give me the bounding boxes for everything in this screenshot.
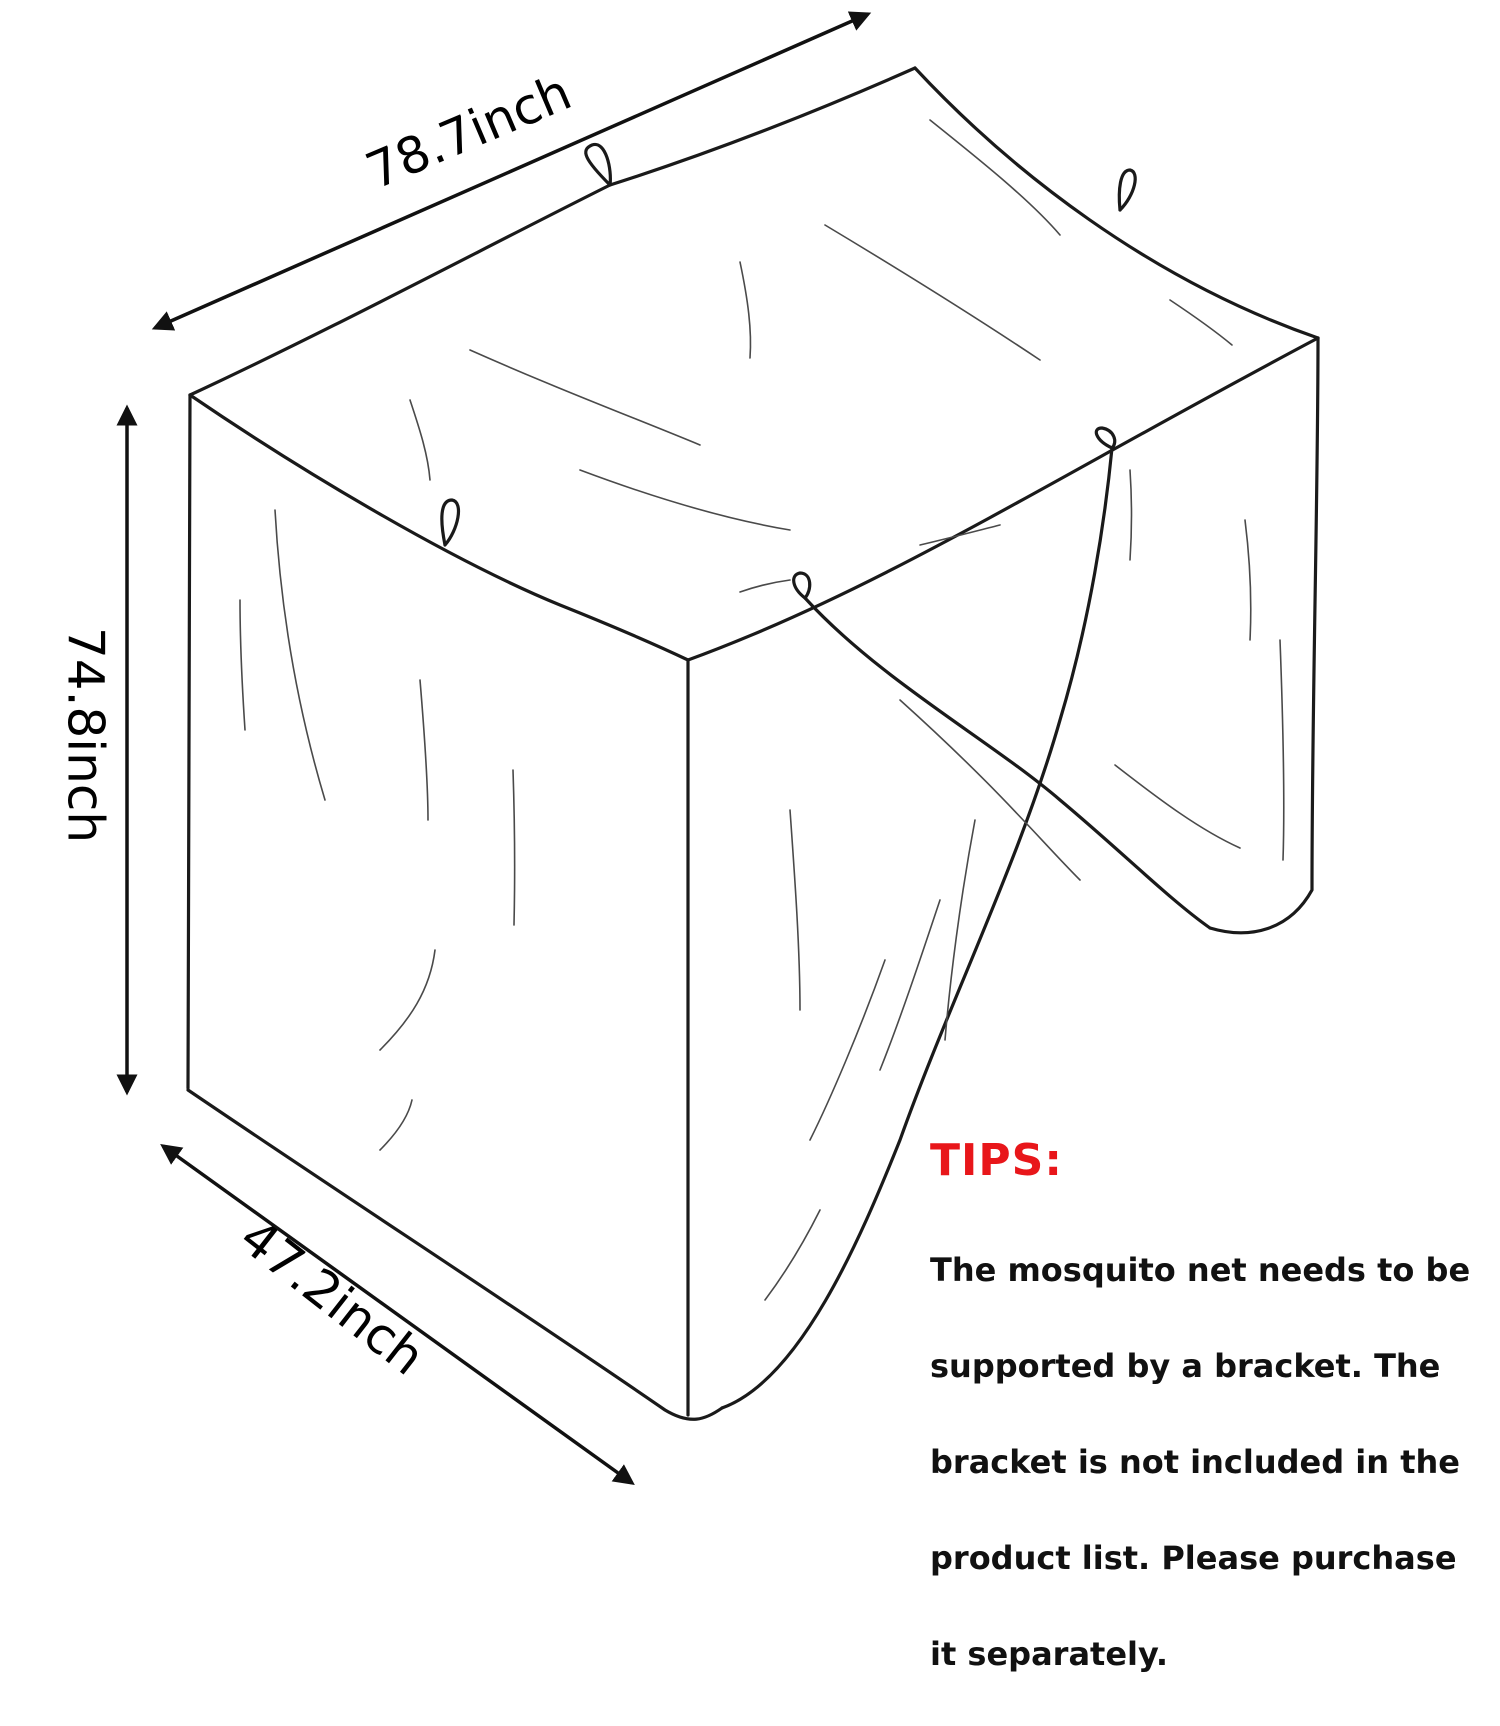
tips-line: bracket is not included in the — [930, 1443, 1460, 1481]
hanging-loop — [1117, 168, 1137, 212]
fabric-fold — [879, 899, 941, 1071]
fabric-fold — [379, 949, 436, 1051]
fabric-fold — [809, 959, 886, 1141]
tips-line: The mosquito net needs to be — [930, 1251, 1471, 1289]
fabric-fold — [1279, 639, 1285, 861]
fabric-fold — [579, 469, 791, 531]
mosquito-net-drawing — [186, 66, 1320, 1421]
length-dimension-arrow — [151, 11, 872, 331]
fabric-fold — [764, 1209, 821, 1301]
width-dimension-arrow — [160, 1143, 635, 1486]
fabric-fold — [824, 224, 1041, 361]
fabric-fold — [1129, 469, 1133, 561]
hanging-loop — [1094, 426, 1117, 450]
fabric-fold — [929, 119, 1061, 236]
fabric-fold — [919, 524, 1001, 546]
fabric-fold — [274, 509, 326, 801]
fabric-fold — [899, 699, 1081, 881]
fabric-fold — [739, 579, 791, 593]
tips-line: it separately. — [930, 1635, 1169, 1673]
net-back-right-side — [1208, 336, 1320, 935]
fabric-fold — [789, 809, 801, 1011]
hanging-loop — [584, 143, 612, 187]
fabric-fold — [419, 679, 429, 821]
net-front-drape — [720, 446, 1114, 1410]
fabric-fold — [739, 261, 752, 359]
mosquito-net-diagram: 78.7inch 74.8inch 47.2inch — [57, 11, 1320, 1486]
tips-box: TIPS: The mosquito net needs to be suppo… — [930, 1130, 1495, 1726]
tips-line: product list. Please purchase — [930, 1539, 1457, 1577]
hanging-loop — [792, 571, 812, 600]
tips-title: TIPS: — [930, 1135, 1063, 1186]
fabric-fold — [1244, 519, 1252, 641]
hanging-loop — [440, 498, 461, 547]
net-top-front-edge — [686, 336, 1320, 662]
height-label: 74.8inch — [57, 627, 115, 843]
tips-body: The mosquito net needs to be supported b… — [930, 1198, 1495, 1726]
fabric-fold — [239, 599, 246, 731]
tips-line: supported by a bracket. The — [930, 1347, 1441, 1385]
fabric-fold — [409, 399, 431, 481]
net-top-left-edge — [188, 393, 690, 662]
fabric-fold — [379, 1099, 413, 1151]
length-label: 78.7inch — [358, 63, 580, 201]
net-open-flap — [803, 596, 1212, 930]
fabric-fold — [944, 819, 976, 1041]
net-left-side — [186, 393, 192, 1090]
fabric-fold — [1169, 299, 1233, 346]
fabric-fold — [1114, 764, 1241, 849]
fabric-fold — [512, 769, 516, 926]
fabric-fold — [469, 349, 701, 446]
net-top-right-edge — [913, 66, 1320, 340]
